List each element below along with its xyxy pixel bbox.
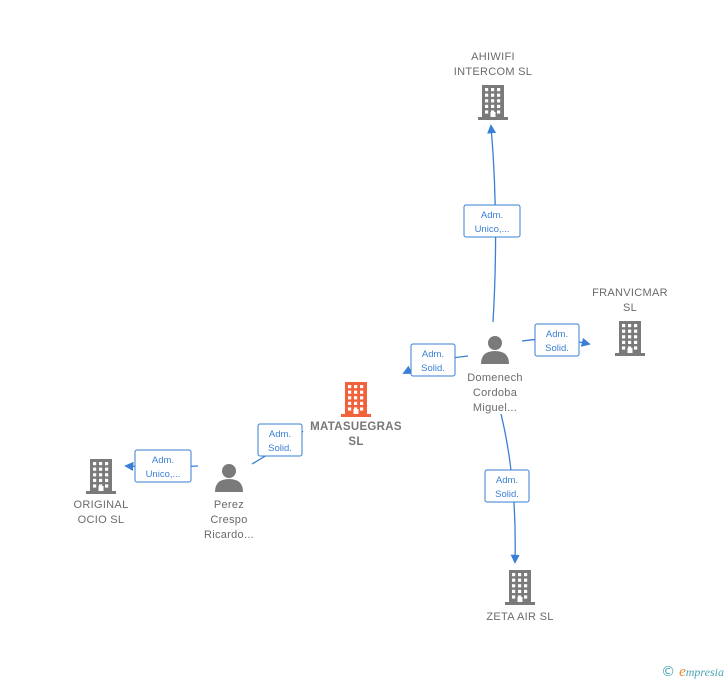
building-icon: [505, 570, 535, 605]
node-label-line: Perez: [214, 499, 244, 511]
node-label-line: Cordoba: [473, 387, 518, 399]
node-label-line: INTERCOM SL: [454, 66, 532, 78]
edge-label-box[interactable]: [484, 469, 530, 503]
edge-domenech-to-ahiwifi[interactable]: Adm. Unico,...: [463, 124, 521, 323]
edge-label-line: Solid.: [421, 363, 445, 374]
brand-name: mpresia: [685, 664, 724, 679]
node-label-line: OCIO SL: [78, 514, 125, 526]
building-icon: [341, 382, 371, 417]
building-icon: [615, 321, 645, 356]
edge-label-line: Adm.: [546, 329, 568, 340]
copyright-icon: ©: [661, 664, 676, 680]
edge-domenech-to-zeta[interactable]: Adm. Solid.: [484, 413, 530, 564]
edge-label-line: Solid.: [268, 443, 292, 454]
edge-label-line: Solid.: [545, 343, 569, 354]
edge-perez-to-original[interactable]: Adm. Unico,...: [124, 449, 199, 483]
node-label-line: Ricardo...: [204, 529, 254, 541]
building-icon: [86, 459, 116, 494]
edge-perez-to-matasuegras[interactable]: Adm. Solid.: [251, 423, 304, 465]
edge-domenech-to-matasuegras[interactable]: Adm. Solid.: [402, 343, 469, 377]
edge-label-box[interactable]: [534, 323, 580, 357]
edge-label-line: Solid.: [495, 489, 519, 500]
node-matasuegras[interactable]: MATASUEGRAS SL: [310, 382, 402, 448]
edge-label-line: Adm.: [496, 475, 518, 486]
node-label-line: SL: [348, 436, 363, 448]
edge-label-box[interactable]: [134, 449, 192, 483]
person-icon: [481, 336, 509, 364]
node-label-line: SL: [623, 302, 637, 314]
edge-label-box[interactable]: [257, 423, 303, 457]
node-label-line: ORIGINAL: [74, 499, 129, 511]
node-domenech[interactable]: DomenechCordobaMiguel...: [467, 336, 523, 414]
node-label-line: ZETA AIR SL: [486, 611, 553, 623]
edge-label-box[interactable]: [410, 343, 456, 377]
edge-label-line: Adm.: [422, 349, 444, 360]
edge-label-line: Adm.: [269, 429, 291, 440]
node-label-line: FRANVICMAR: [592, 287, 668, 299]
node-label-line: Miguel...: [473, 402, 517, 414]
edge-label-line: Adm.: [152, 455, 174, 466]
node-zeta[interactable]: ZETA AIR SL: [486, 570, 553, 623]
node-franvicmar[interactable]: FRANVICMAR SL: [592, 287, 668, 356]
node-label-line: AHIWIFI: [471, 51, 515, 63]
edge-domenech-to-franvicmar[interactable]: Adm. Solid.: [521, 323, 591, 357]
node-original[interactable]: ORIGINAL OCIO SL: [74, 459, 129, 526]
person-icon: [215, 464, 243, 492]
node-perez[interactable]: PerezCrespoRicardo...: [204, 464, 254, 541]
node-label-line: Crespo: [210, 514, 247, 526]
brand-initial: e: [679, 663, 686, 680]
building-icon: [478, 85, 508, 120]
edge-label-line: Adm.: [481, 210, 503, 221]
edge-label-box[interactable]: [463, 204, 521, 238]
node-label-line: Domenech: [467, 372, 523, 384]
node-ahiwifi[interactable]: AHIWIFI INTERCOM SL: [454, 51, 532, 120]
edge-label-line: Unico,...: [475, 224, 510, 235]
edge-label-line: Unico,...: [146, 469, 181, 480]
node-label-line: MATASUEGRAS: [310, 421, 402, 433]
edges-layer: Adm. Unico,... Adm. Solid. Adm. Solid. Adm. Sol…: [124, 124, 591, 564]
